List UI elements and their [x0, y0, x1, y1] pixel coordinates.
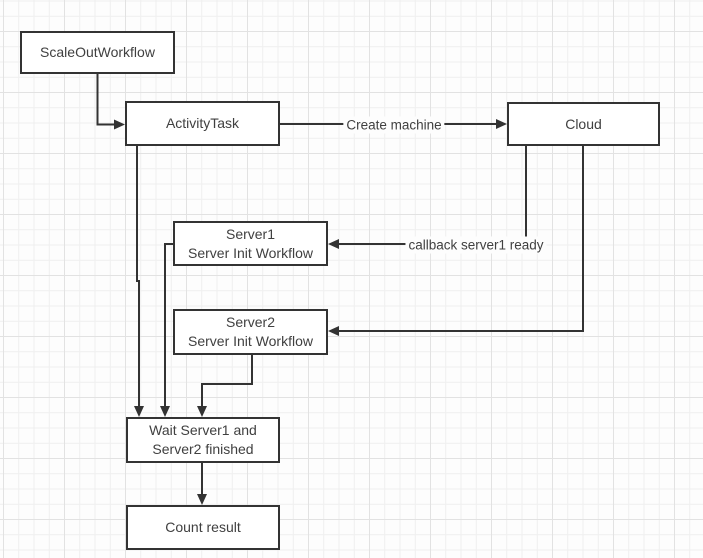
- node-count-result-label: Count result: [165, 519, 241, 535]
- node-activity-task-label: ActivityTask: [165, 115, 240, 131]
- node-count-result[interactable]: Count result: [126, 505, 280, 550]
- edge-activitytask-to-wait: [136, 146, 140, 406]
- node-wait-line2: Server2 finished: [152, 441, 254, 457]
- node-cloud[interactable]: Cloud: [507, 102, 660, 146]
- node-activity-task[interactable]: ActivityTask: [125, 101, 280, 146]
- arrowhead-left-server1: [328, 239, 339, 249]
- edge-server2-to-wait: [201, 355, 253, 406]
- arrowhead-down-count: [197, 494, 207, 505]
- edge-label-create-machine: Create machine: [343, 116, 445, 134]
- edge-scaleout-to-activitytask: [96, 74, 114, 126]
- node-server2-subtitle: Server Init Workflow: [188, 333, 313, 349]
- arrowhead-down-wait-3: [197, 406, 207, 417]
- node-wait-servers-finished[interactable]: Wait Server1 and Server2 finished: [126, 417, 280, 463]
- node-server2-title: Server2: [225, 314, 276, 330]
- edge-server1-to-wait: [164, 243, 173, 406]
- arrowhead-left-server2: [328, 326, 339, 336]
- node-server1-title: Server1: [225, 225, 276, 242]
- node-wait-line1: Wait Server1 and: [149, 422, 257, 438]
- node-scale-out-workflow[interactable]: ScaleOutWorkflow: [20, 31, 175, 74]
- arrowhead-right-cloud: [496, 119, 507, 129]
- edge-cloud-to-server1: [339, 146, 527, 245]
- arrowhead-right-activitytask: [114, 119, 125, 130]
- edge-label-callback-server1-ready: callback server1 ready: [405, 236, 547, 254]
- node-server2[interactable]: Server2 Server Init Workflow: [173, 309, 328, 355]
- node-server1-subtitle: Server Init Workflow: [188, 244, 313, 261]
- node-scale-out-workflow-label: ScaleOutWorkflow: [40, 44, 155, 60]
- edge-cloud-to-server2: [339, 146, 584, 332]
- arrowhead-down-wait-2: [160, 406, 170, 417]
- node-cloud-label: Cloud: [565, 115, 602, 132]
- arrowhead-down-wait-1: [134, 406, 144, 417]
- node-server1[interactable]: Server1 Server Init Workflow: [173, 221, 328, 266]
